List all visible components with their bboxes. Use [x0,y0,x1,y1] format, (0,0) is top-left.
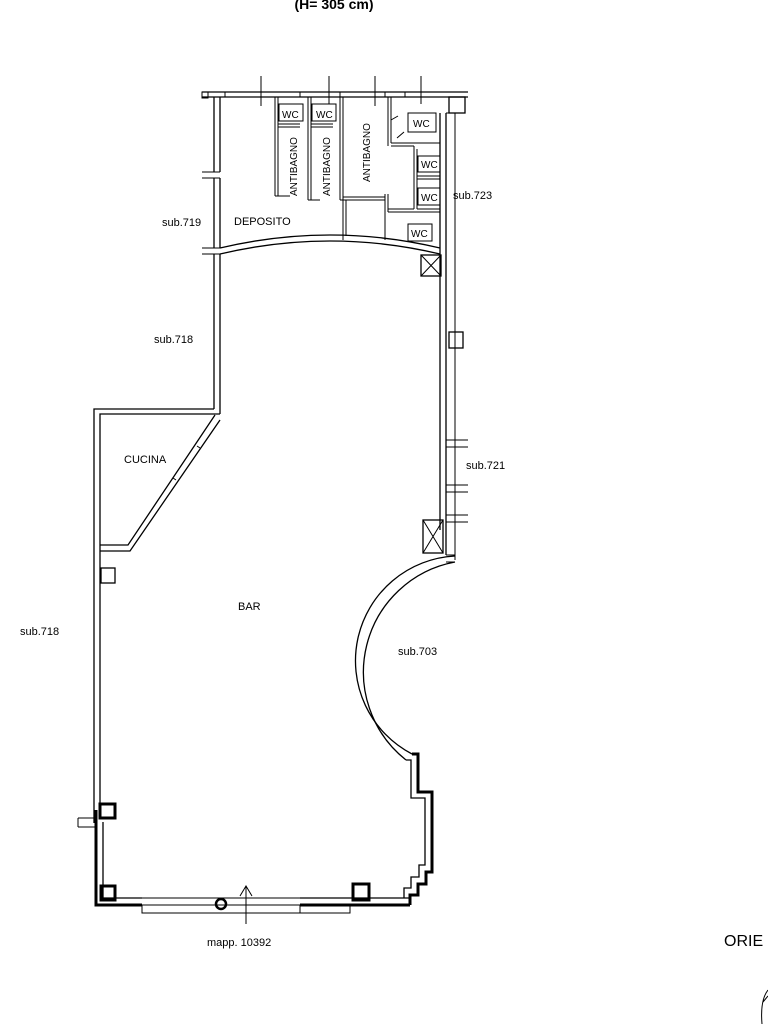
wc-box [417,155,441,173]
wc-box [417,187,441,206]
deposito-curved-wall [219,234,441,255]
orientation-label: ORIE [724,933,763,950]
wc-box [407,112,437,133]
room-label-cucina: CUCINA [124,454,167,466]
room-label-bar: BAR [238,601,261,613]
entrance-marker-icon [214,897,228,911]
neighbor-sub-723: sub.723 [453,190,492,202]
room-label-wc-6: WC [411,229,428,240]
pillar [100,567,116,584]
wc-box [407,223,433,242]
neighbor-sub-719: sub.719 [162,217,201,229]
entrance-arrow-icon [239,885,253,924]
room-label-deposito: DEPOSITO [234,216,291,228]
pillar [420,254,442,277]
service-partitions [274,97,440,240]
neighbor-sub-721: sub.721 [466,460,505,472]
room-label-wc-3: WC [413,119,430,130]
room-label-antibagno-3: ANTIBAGNO [362,123,373,182]
neighbor-sub-718-lower: sub.718 [20,626,59,638]
room-label-wc-1: WC [282,110,299,121]
mappale-label: mapp. 10392 [207,937,271,949]
neighbor-sub-718-upper: sub.718 [154,334,193,346]
neighbor-sub-703: sub.703 [398,646,437,658]
height-note: (H= 305 cm) [295,0,374,12]
room-label-wc-2: WC [316,110,333,121]
room-label-wc-5: WC [421,193,438,204]
outer-walls [77,76,468,914]
cucina-partition [100,414,221,552]
room-label-antibagno-2: ANTIBAGNO [322,137,333,196]
wc-box [278,103,304,122]
room-label-wc-4: WC [421,160,438,171]
compass-icon [761,989,768,1024]
room-label-antibagno-1: ANTIBAGNO [289,137,300,196]
wc-box [311,103,337,122]
